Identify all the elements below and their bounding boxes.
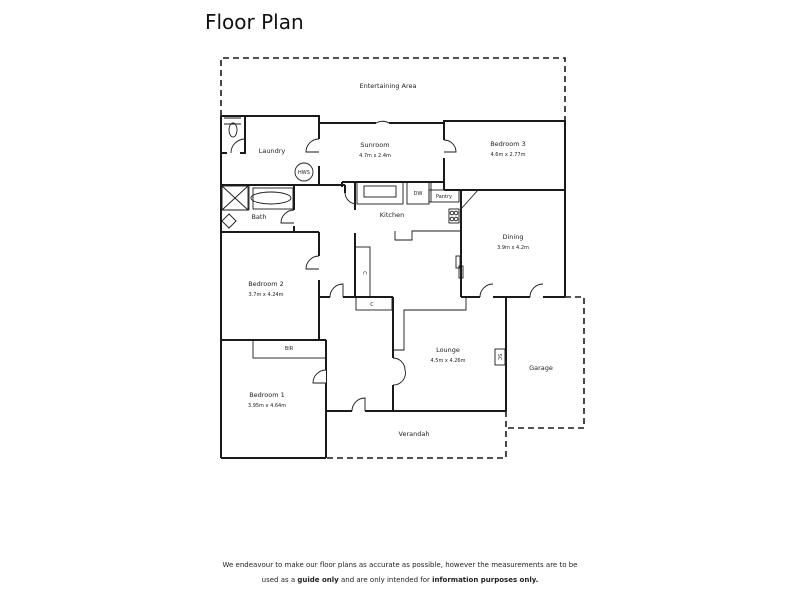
bedroom3-label: Bedroom 3 [490,140,526,148]
laundry-label: Laundry [259,147,286,155]
toilet-icon [228,122,238,138]
lounge-label: Lounge [436,346,460,354]
bedroom2-size: 3.7m x 4.24m [249,292,284,298]
lounge-size: 4.5m x 4.26m [431,358,466,364]
page-title: Floor Plan [205,10,304,34]
dining-label: Dining [503,233,524,241]
doors [230,120,544,412]
basin-icon [221,213,237,229]
garage-verandah-dashed [326,296,585,459]
disclaimer-text: and are only intended for [338,576,433,584]
hall-cupboard-label: C [370,302,374,308]
hws-icon [294,162,314,182]
bathtub-icon [250,191,292,205]
sc-label: SC [496,354,502,361]
pantry-label: Pantry [436,194,452,200]
dining-size: 3.9m x 4.2m [497,245,529,251]
disclaimer-line-1: We endeavour to make our floor plans as … [222,561,578,569]
bedroom1-size: 3.95m x 4.64m [248,403,286,409]
bedroom2-label: Bedroom 2 [248,280,284,288]
garage-label: Garage [529,364,553,372]
kitchen-label: Kitchen [380,211,404,219]
dw-label: DW [414,191,423,197]
bir-label: BIR [285,346,294,352]
bath-label: Bath [251,213,266,221]
kitchen-cupboard-label: C [361,271,367,275]
bedroom1-label: Bedroom 1 [249,391,285,399]
bedroom3-size: 4.6m x 2.77m [491,152,526,158]
disclaimer-bold-info: information purposes only. [432,576,539,584]
sunroom-size: 4.7m x 2.4m [359,153,391,159]
fixtures [221,122,314,229]
entertaining-area-label: Entertaining Area [360,82,417,90]
verandah-label: Verandah [399,430,430,438]
disclaimer-bold-guide: guide only [297,576,339,584]
sunroom-label: Sunroom [360,141,389,149]
shower-icon [221,185,249,211]
house-walls [220,115,566,459]
entertaining-area: Entertaining Area [220,57,566,122]
disclaimer-line-2: used as a guide only and are only intend… [0,576,800,584]
hws-label: HWS [298,170,310,176]
disclaimer-text: used as a [261,576,298,584]
